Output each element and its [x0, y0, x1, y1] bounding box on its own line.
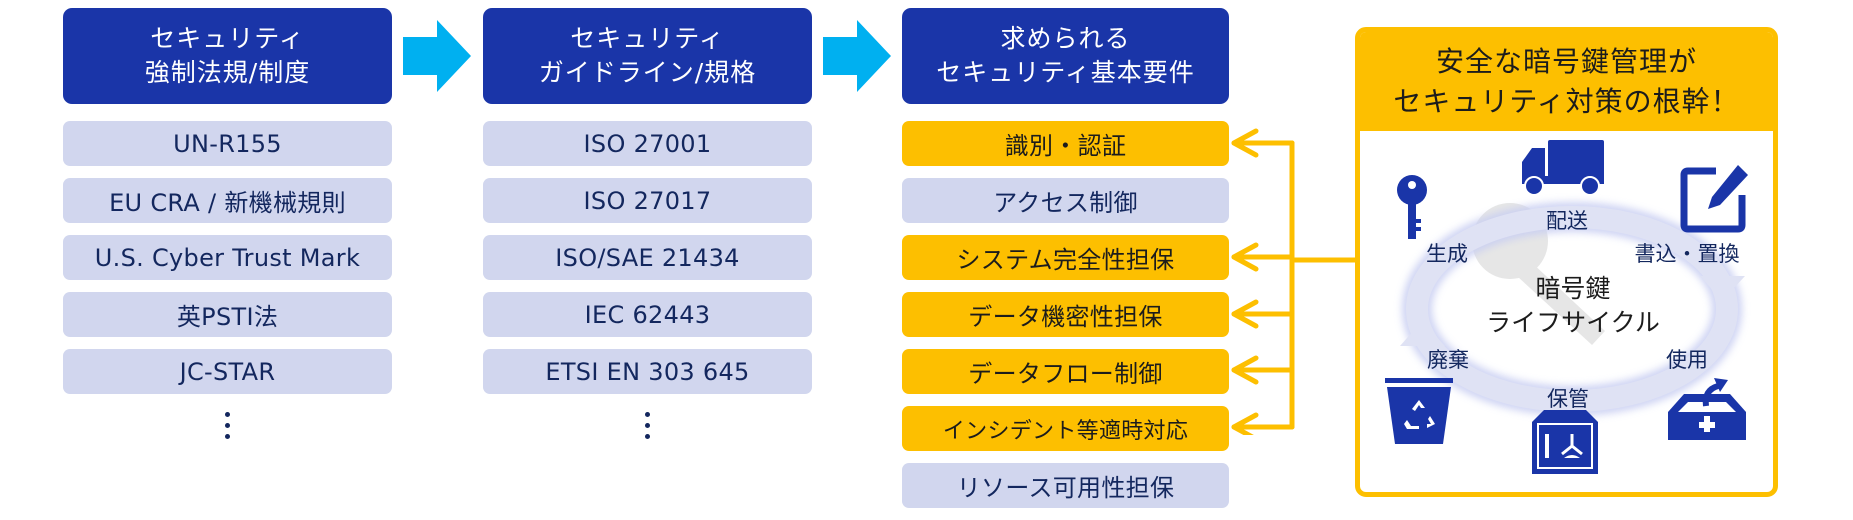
guidelines-list: ISO 27001 ISO 27017 ISO/SAE 21434 IEC 62…: [483, 121, 812, 406]
requirement-item: リソース可用性担保: [902, 463, 1229, 508]
header-regulations: セキュリティ 強制法規/制度: [63, 8, 392, 104]
recycle-bin-icon: [1385, 378, 1453, 444]
flow-arrow-icon: [823, 20, 891, 92]
requirement-item-highlighted: インシデント等適時対応: [902, 406, 1229, 451]
header-line1: 求められる: [1000, 24, 1131, 53]
list-item: JC-STAR: [63, 349, 392, 394]
header-guidelines: セキュリティ ガイドライン/規格: [483, 8, 812, 104]
key-management-panel: 安全な暗号鍵管理が セキュリティ対策の根幹！: [1355, 27, 1778, 497]
list-item: IEC 62443: [483, 292, 812, 337]
header-line2: セキュリティ基本要件: [936, 58, 1195, 87]
panel-title-line2: セキュリティ対策の根幹！: [1393, 84, 1740, 118]
lifecycle-center-line2: ライフサイクル: [1486, 308, 1660, 337]
list-item: U.S. Cyber Trust Mark: [63, 235, 392, 280]
flow-arrow-icon: [403, 20, 471, 92]
list-item: 英PSTI法: [63, 292, 392, 337]
requirement-item-highlighted: データ機密性担保: [902, 292, 1229, 337]
header-line2: 強制法規/制度: [144, 58, 311, 87]
requirement-item-highlighted: データフロー制御: [902, 349, 1229, 394]
list-item: EU CRA / 新機械規則: [63, 178, 392, 223]
requirement-item-highlighted: 識別・認証: [902, 121, 1229, 166]
lifecycle-center-title: 暗号鍵 ライフサイクル: [1486, 272, 1660, 340]
stage-label-generate: 生成: [1426, 242, 1468, 266]
list-item: ISO/SAE 21434: [483, 235, 812, 280]
header-line1: セキュリティ: [570, 24, 725, 53]
list-item: UN-R155: [63, 121, 392, 166]
requirement-item-highlighted: システム完全性担保: [902, 235, 1229, 280]
panel-title: 安全な暗号鍵管理が セキュリティ対策の根幹！: [1360, 32, 1773, 131]
header-line2: ガイドライン/規格: [538, 58, 757, 87]
stage-label-use: 使用: [1666, 348, 1708, 372]
list-item: ETSI EN 303 645: [483, 349, 812, 394]
truck-icon: [1522, 140, 1604, 196]
edit-icon: [1680, 165, 1748, 233]
stage-label-write-replace: 書込・置換: [1634, 242, 1740, 266]
more-ellipsis-icon: [645, 412, 650, 445]
list-item: ISO 27001: [483, 121, 812, 166]
lifecycle-cycle-arrows-icon: [1400, 202, 1745, 416]
more-ellipsis-icon: [225, 412, 230, 445]
key-icon: [1397, 175, 1427, 239]
stage-label-store: 保管: [1547, 387, 1589, 411]
regulations-list: UN-R155 EU CRA / 新機械規則 U.S. Cyber Trust …: [63, 121, 392, 406]
lifecycle-center-line1: 暗号鍵: [1535, 274, 1611, 303]
stage-label-deliver: 配送: [1546, 209, 1588, 233]
list-item: ISO 27017: [483, 178, 812, 223]
requirement-item: アクセス制御: [902, 178, 1229, 223]
connector-lines: [1231, 128, 1358, 435]
requirements-list: 識別・認証 アクセス制御 システム完全性担保 データ機密性担保 データフロー制御…: [902, 121, 1229, 520]
header-line1: セキュリティ: [150, 24, 305, 53]
panel-title-line1: 安全な暗号鍵管理が: [1435, 44, 1697, 78]
stage-label-dispose: 廃棄: [1427, 348, 1469, 372]
header-requirements: 求められる セキュリティ基本要件: [902, 8, 1229, 104]
inbox-out-icon: [1668, 378, 1746, 440]
safe-icon: [1532, 410, 1598, 474]
